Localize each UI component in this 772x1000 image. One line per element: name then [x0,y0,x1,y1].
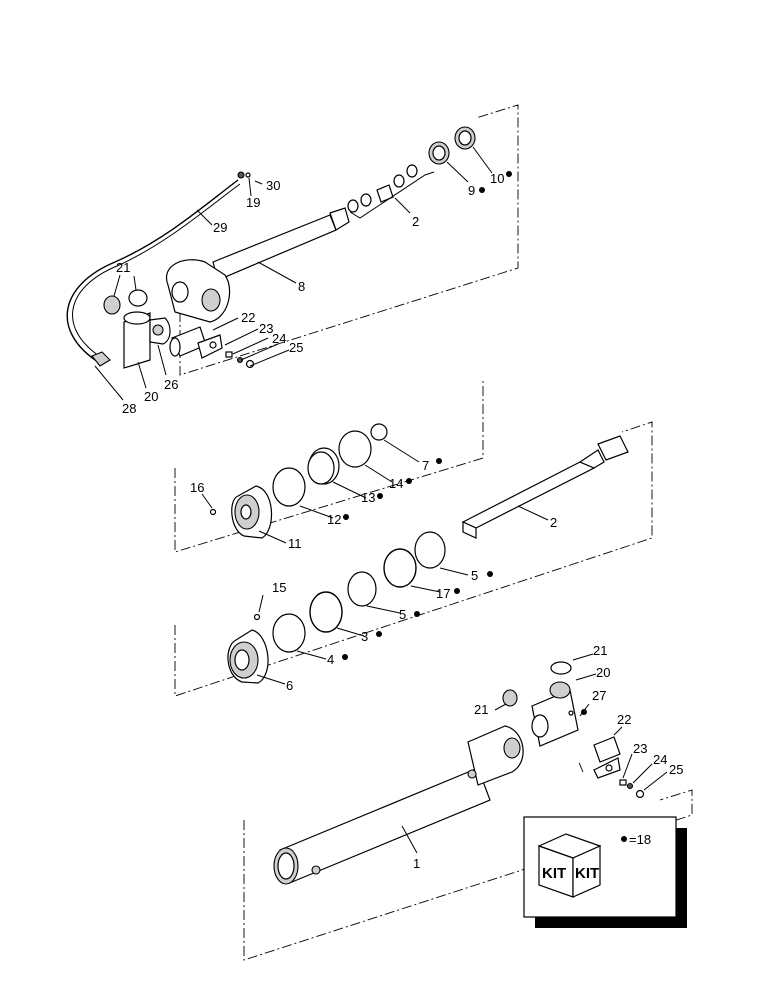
kit-side-label: KIT [575,865,599,882]
callout-21: 21 [116,260,130,275]
callout-21b: 21 [593,643,607,658]
callout-7: 7 [422,458,429,473]
kit-dot-27 [581,709,587,715]
callout-1: 1 [413,856,420,871]
callout-28: 28 [122,401,136,416]
piston-assembly [209,423,388,539]
callout-4: 4 [327,652,334,667]
callout-30: 30 [266,178,280,193]
callout-22: 22 [241,310,255,325]
kit-dot-3 [376,631,382,637]
callout-5a: 5 [471,568,478,583]
kit-dot-10 [506,171,512,177]
callout-24b: 24 [653,752,667,767]
callout-13: 13 [361,490,375,505]
callout-19: 19 [246,195,260,210]
callout-21c: 21 [474,702,488,717]
rod-assembly [66,126,476,369]
callout-23: 23 [259,321,273,336]
callout-27: 27 [592,688,606,703]
callout-24: 24 [272,331,286,346]
kit-dot-5a [487,571,493,577]
callout-2: 2 [412,214,419,229]
kit-dot-14 [406,478,412,484]
callout-6: 6 [286,678,293,693]
callout-29: 29 [213,220,227,235]
callout-15: 15 [272,580,286,595]
callout-26: 26 [164,377,178,392]
kit-dot-5b [414,611,420,617]
callout-14: 14 [389,476,403,491]
kit-legend-dot [621,836,627,842]
callout-9: 9 [468,183,475,198]
callout-5b: 5 [399,607,406,622]
kit-dot-4 [342,654,348,660]
kit-dot-7 [436,458,442,464]
kit-dot-13 [377,493,383,499]
callout-20b: 20 [596,665,610,680]
leader-lines [94,146,668,854]
callout-22b: 22 [617,712,631,727]
callout-2b: 2 [550,515,557,530]
callout-10: 10 [490,171,504,186]
callout-16: 16 [190,480,204,495]
callout-20: 20 [144,389,158,404]
callout-8: 8 [298,279,305,294]
gland-assembly [227,435,629,684]
callout-3: 3 [361,629,368,644]
kit-legend: KIT KIT =18 [523,816,687,928]
callout-23b: 23 [633,741,647,756]
callout-11: 11 [288,536,302,551]
kit-dot-12 [343,514,349,520]
kit-front-label: KIT [542,865,566,882]
callout-17: 17 [436,586,450,601]
barrel-assembly [273,661,645,885]
kit-dot-9 [479,187,485,193]
kit-legend-note: =18 [629,832,651,847]
kit-dot-17 [454,588,460,594]
callout-25b: 25 [669,762,683,777]
callout-labels: 30 19 29 21 8 22 23 24 25 28 20 26 2 9 1… [116,171,683,871]
callout-25: 25 [289,340,303,355]
callout-12: 12 [327,512,341,527]
